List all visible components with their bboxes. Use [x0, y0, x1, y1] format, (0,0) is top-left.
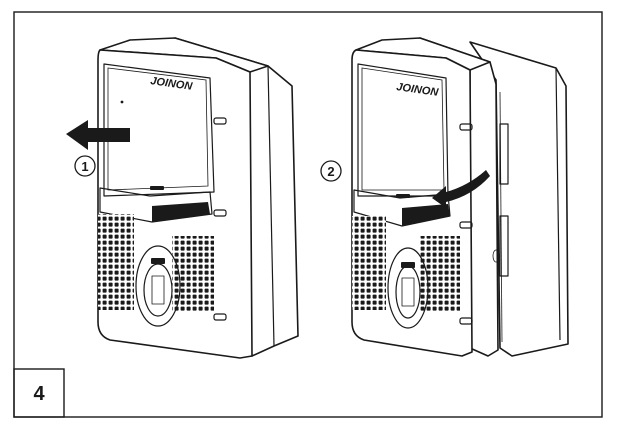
figure-number: 4: [33, 383, 45, 405]
brand-logo-left: JOINON: [150, 75, 194, 93]
swing-arrow-icon: [432, 170, 490, 208]
step-number-2: 2: [327, 164, 334, 179]
brand-logo-right: JOINON: [396, 81, 440, 99]
charger-opening: [351, 37, 569, 357]
pull-arrow-icon: [66, 120, 130, 150]
step-marker-2: [320, 160, 342, 182]
step-marker-1: [74, 155, 96, 177]
figure-number-box: [13, 368, 65, 418]
step-number-1: 1: [81, 159, 88, 174]
charger-closed: [97, 37, 299, 359]
figure-frame: [13, 11, 603, 418]
